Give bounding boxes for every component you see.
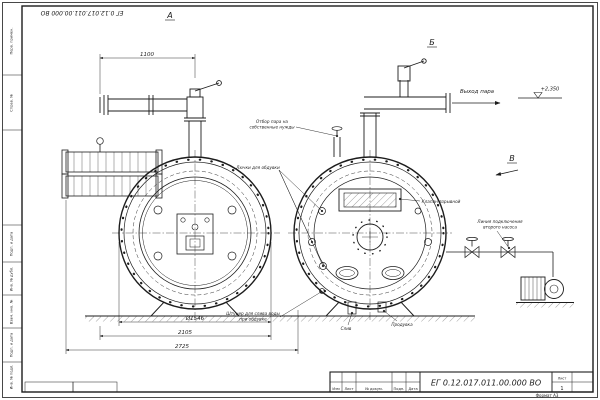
handhole <box>335 266 359 280</box>
aux-cells <box>24 381 118 393</box>
tb-col-podp: Подп. <box>394 387 405 391</box>
callout-steam-own: собственные нужды <box>249 125 295 130</box>
boiler-rear-view <box>288 150 452 320</box>
blow-hatch <box>308 238 316 246</box>
safety-valve-lever <box>194 82 220 92</box>
tb-col-data: Дата <box>408 387 417 391</box>
doc-number-inverted: ЕГ 0.12.017.011.00.000 ВО <box>40 9 123 16</box>
tb-sheet-label: Лист <box>558 377 567 381</box>
view-markers: А Б В <box>165 11 519 176</box>
rear-view-piping <box>331 58 501 157</box>
strip-label: Подп. и дата <box>10 333 14 357</box>
callout-labels: Отбор пара на собственные нужды Лючки дл… <box>226 119 523 331</box>
tb-col-izm: Изм <box>332 387 340 391</box>
valve-handwheel <box>96 137 104 145</box>
valve-handwheel <box>331 126 343 131</box>
view-b-label: Б <box>429 38 435 47</box>
callout-blowdown: Продувка <box>391 322 413 327</box>
blowdown-stub <box>377 301 387 313</box>
boiler-front-view <box>112 150 280 320</box>
callout-steam-own: Отбор пара на <box>256 119 288 124</box>
dim-2105: 2105 <box>178 330 192 336</box>
strip-label: Инв. № дубл. <box>10 267 14 292</box>
dim-diameter: Ø1546 <box>185 315 205 322</box>
strip-label: Перв. примен. <box>10 28 14 55</box>
elevation-value: +2,350 <box>541 87 560 93</box>
callout-drain-fitting: Штуцер для слива воды <box>226 311 280 316</box>
steam-outlet-label: Выход пара <box>460 89 495 95</box>
title-block <box>329 371 594 393</box>
dimension-labels: 1100 Ø1546 2105 2725 <box>140 52 205 350</box>
view-v-label: В <box>509 154 515 163</box>
blow-hatch <box>227 205 237 215</box>
callout-leaders <box>278 126 511 326</box>
strip-label: Взам. инв. № <box>10 300 14 325</box>
strip-label: Справ. № <box>10 94 14 112</box>
handhole <box>381 266 405 280</box>
safety-valve-lever <box>403 60 425 69</box>
dim-1100: 1100 <box>140 52 154 58</box>
format-label: Формат А3 <box>536 393 559 398</box>
callout-pump-line: Линия подключения <box>476 219 523 224</box>
elevation-mark: +2,350 <box>518 87 562 99</box>
callout-drain: Слив <box>341 326 352 331</box>
strip-label: Подп. и дата <box>10 232 14 256</box>
tb-col-docnum: № докум. <box>365 387 383 391</box>
blow-hatch <box>153 251 163 261</box>
view-v-arrow <box>495 169 519 176</box>
blowoff-drain-fitting <box>319 288 325 294</box>
callout-pump-line: второго насоса <box>483 225 517 230</box>
blow-hatch <box>318 207 326 215</box>
callout-hatches: Лючки для обдувки <box>235 165 280 170</box>
view-a-label: А <box>166 11 172 20</box>
safety-valve-body <box>186 96 204 119</box>
feed-pump <box>516 276 574 308</box>
callout-drain-fitting: при обдувке <box>239 317 267 322</box>
dim-2725: 2725 <box>175 344 189 350</box>
dimension-lines <box>65 54 299 354</box>
strip-label: Инв. № подл. <box>10 365 14 390</box>
left-margin-labels: Перв. примен. Справ. № Подп. и дата Инв.… <box>10 28 14 390</box>
tb-doc-number: ЕГ 0.12.017.011.00.000 ВО <box>431 379 541 388</box>
pump-volute <box>544 279 564 299</box>
front-view-piping <box>99 80 222 157</box>
safety-valve-body <box>397 65 411 82</box>
blow-hatch <box>319 262 327 270</box>
pump-connection-piping <box>446 237 554 277</box>
left-margin-strip <box>2 74 22 363</box>
blow-hatch <box>153 205 163 215</box>
economizer <box>61 137 163 199</box>
tb-col-list: Лист <box>344 387 353 391</box>
blow-hatch <box>227 251 237 261</box>
tb-sheet-value: 1 <box>560 386 563 392</box>
callout-explosion-valve: Клапан взрывной <box>422 199 461 204</box>
title-block-text: Изм Лист № докум. Подп. Дата ЕГ 0.12.017… <box>332 377 566 398</box>
